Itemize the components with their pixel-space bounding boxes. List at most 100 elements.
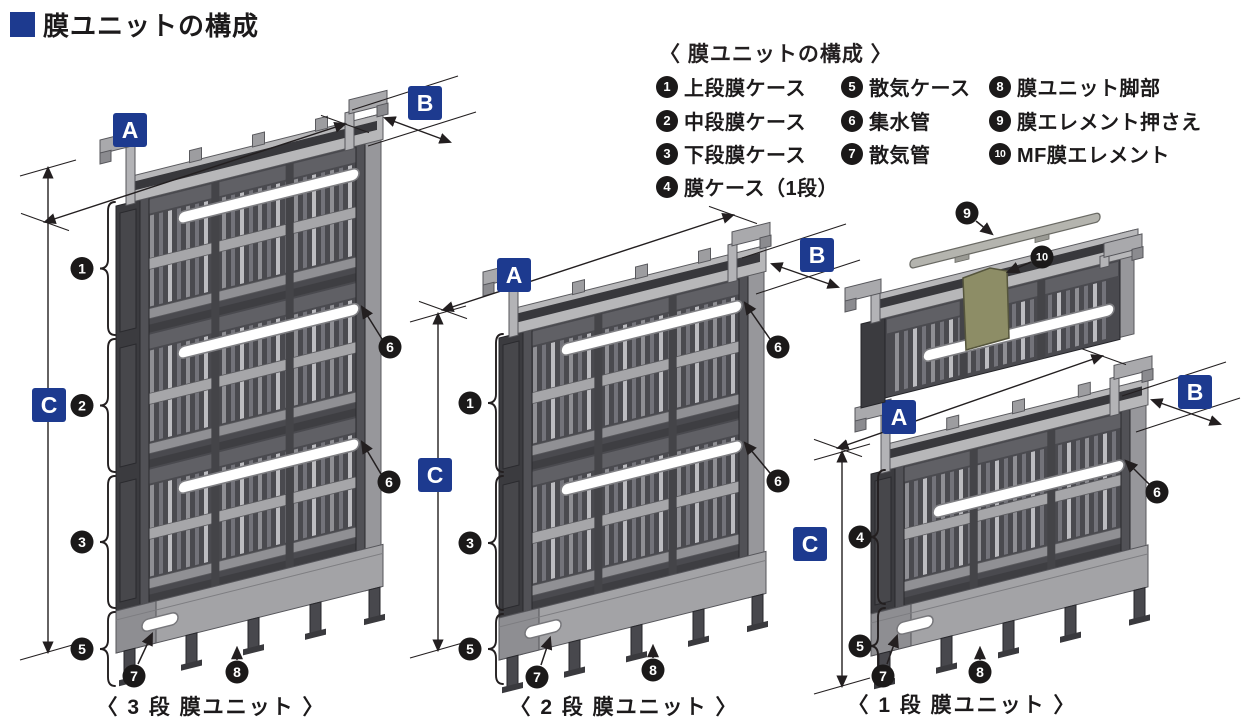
unit-foot: [305, 628, 326, 640]
dim-label-box-A: [497, 258, 531, 292]
unit-foot: [243, 644, 264, 656]
caption-unit-2stage: 〈 2 段 膜ユニット 〉: [509, 696, 739, 719]
callout-badge-9: [955, 201, 979, 225]
callout-arrow: [540, 635, 553, 666]
dim-label-box-C: [418, 458, 452, 492]
unit-foot: [564, 666, 585, 678]
extension-line: [418, 300, 468, 320]
collector-pipe: [177, 437, 360, 495]
dim-label-C: C: [41, 392, 58, 418]
hanger-post-right: [344, 110, 355, 152]
unit-foot: [998, 647, 1019, 659]
callout-badge-3: [458, 531, 482, 555]
extension-line: [708, 205, 758, 225]
callout-badge-3: [70, 530, 94, 554]
callout-arrow: [360, 440, 382, 475]
callout-badge-8: [968, 660, 992, 684]
unit-foot: [747, 620, 768, 633]
dimension-line: [836, 354, 1104, 450]
callout-badge-7: [525, 665, 549, 689]
callout-brace: [487, 613, 504, 685]
unit-foot: [181, 659, 202, 671]
callout-arrow: [1124, 459, 1150, 485]
callout-number-4: 4: [856, 529, 864, 545]
callout-badge-5: [70, 637, 94, 661]
unit-far-edge: [364, 113, 382, 592]
unit-far-edge: [747, 245, 765, 599]
callout-badge-2: [70, 394, 94, 417]
unit-foot: [626, 651, 647, 663]
unit-leg: [1133, 587, 1146, 622]
callout-badge-5: [458, 637, 482, 661]
unit-leg: [1064, 604, 1077, 639]
unit-leg: [1002, 619, 1015, 654]
unit-leg: [630, 623, 643, 658]
callout-badge-6: [766, 469, 790, 493]
dim-label-box-A: [113, 113, 147, 147]
dimension-line: [43, 121, 347, 225]
extension-line: [813, 443, 871, 461]
unit-leg: [568, 639, 581, 674]
callout-number-6: 6: [1153, 484, 1161, 500]
callout-number-7: 7: [533, 669, 541, 685]
callout-number-7: 7: [130, 668, 138, 684]
callout-brace: [487, 475, 504, 611]
callout-badge-4: [848, 525, 872, 549]
dim-label-C: C: [802, 531, 819, 557]
unit-body: [99, 89, 389, 687]
extension-line: [813, 677, 871, 695]
callout-arrow: [886, 633, 899, 665]
dim-label-C: C: [427, 462, 444, 488]
dim-label-B: B: [809, 242, 826, 268]
callout-number-5: 5: [856, 638, 864, 654]
callout-badge-6: [766, 335, 790, 359]
callout-badge-7: [871, 664, 895, 688]
extension-line: [409, 305, 467, 323]
callout-badge-8: [641, 658, 665, 682]
annotations: 9 10: [955, 201, 1054, 274]
dimension-line: [1150, 398, 1222, 426]
unit-foot: [936, 662, 957, 674]
callout-number-6: 6: [774, 339, 782, 355]
aeration-pipe: [896, 615, 934, 635]
callout-arrow: [360, 305, 383, 340]
callout-badge-6: [378, 335, 402, 359]
callout-number-10: 10: [1036, 252, 1048, 264]
unit-leg: [751, 593, 764, 628]
callout-number-6: 6: [385, 474, 393, 490]
unit-leg: [506, 654, 519, 689]
dim-label-box-B: [800, 238, 834, 272]
page-title: 膜ユニットの構成: [10, 6, 259, 43]
callout-badge-1: [70, 257, 94, 280]
caption-unit-1stage: 〈 1 段 膜ユニット 〉: [847, 694, 1077, 717]
collector-pipe: [560, 299, 743, 357]
callout-badge-10: [1030, 245, 1054, 269]
hanger-bracket-right: [1113, 355, 1153, 381]
callout-arrow: [137, 631, 153, 665]
dim-label-box-C: [793, 527, 827, 561]
extension-line: [19, 159, 77, 177]
dim-label-box-B: [1178, 375, 1212, 409]
dim-label-B: B: [417, 90, 434, 116]
title-square-icon: [10, 12, 35, 37]
callout-number-9: 9: [963, 205, 971, 221]
unit-foot: [688, 635, 709, 647]
collector-pipe: [177, 302, 360, 360]
dim-label-B: B: [1187, 379, 1204, 405]
callout-badge-5: [848, 634, 872, 658]
extension-line: [320, 114, 370, 134]
dim-label-A: A: [891, 404, 908, 430]
callout-badge-1: [458, 391, 482, 415]
callout-number-6: 6: [774, 473, 782, 489]
callout-badge-6: [1145, 480, 1169, 504]
unit-leg: [940, 635, 953, 670]
hanger-post-right: [1109, 375, 1120, 418]
callout-badge-7: [122, 664, 146, 688]
unit-leg: [247, 616, 260, 651]
callout-number-7: 7: [879, 668, 887, 684]
